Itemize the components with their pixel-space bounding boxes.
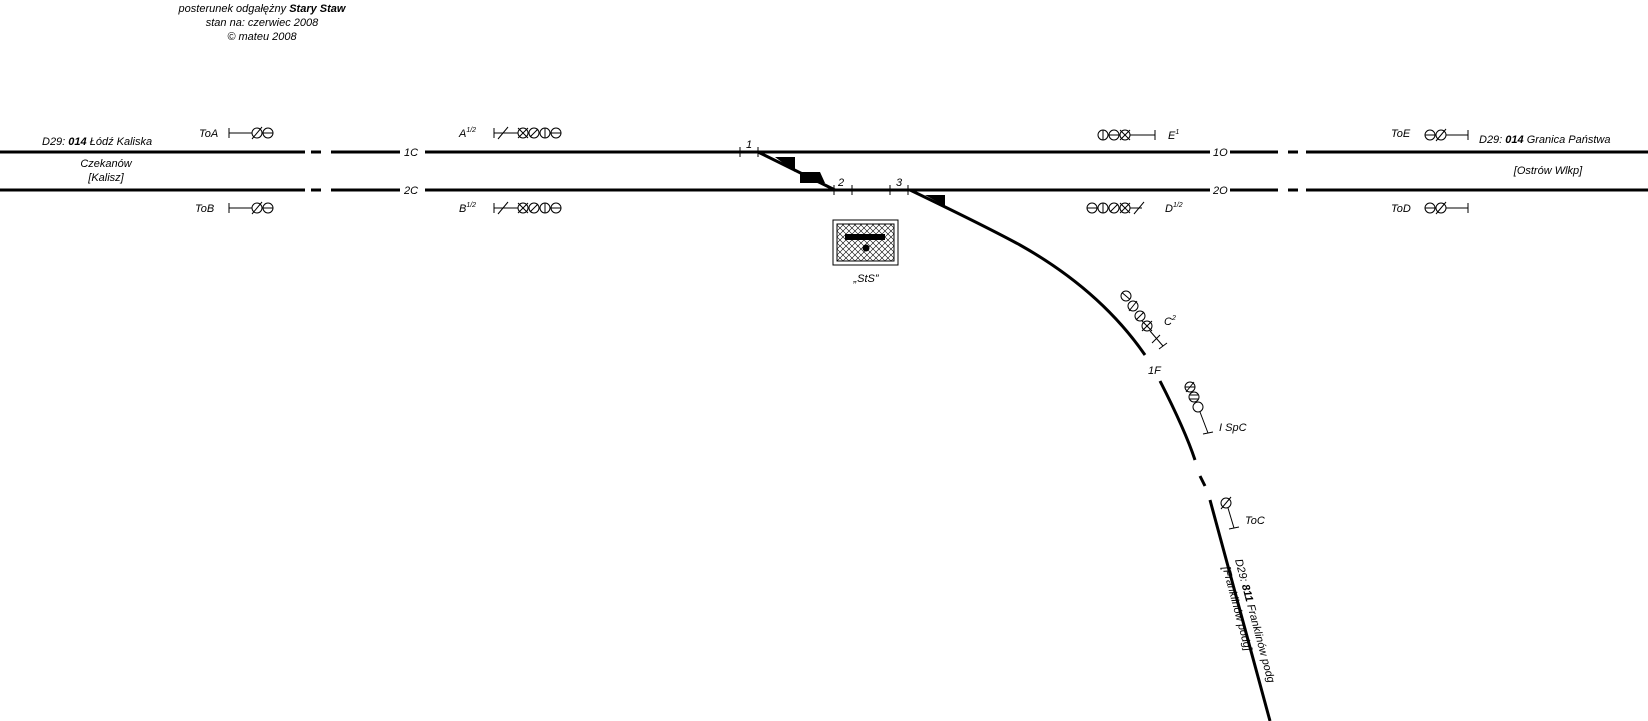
svg-text:I SpC: I SpC xyxy=(1219,422,1247,434)
branch-track-dash xyxy=(1198,475,1207,487)
track-2C-label: 2C xyxy=(403,185,418,197)
right-line-label: D29: 014 Granica Państwa xyxy=(1479,134,1610,146)
track-1O-label: 1O xyxy=(1213,147,1228,159)
isolation-joints xyxy=(739,147,909,195)
signal-C: C2 xyxy=(1120,290,1176,350)
switch-1-label: 1 xyxy=(746,139,752,151)
header-line2: stan na: czerwiec 2008 xyxy=(206,17,319,29)
signal-ToC: ToC xyxy=(1220,496,1265,530)
svg-text:B1/2: B1/2 xyxy=(459,202,476,215)
svg-text:ToB: ToB xyxy=(195,203,214,215)
signal-B: B1/2 xyxy=(459,201,562,215)
left-line-label: D29: 014 Łódź Kaliska xyxy=(42,136,152,148)
left-station: Czekanów xyxy=(80,158,132,170)
branch-track xyxy=(909,188,1147,356)
signal-E: E1 xyxy=(1097,129,1179,142)
signal-ToB: ToB xyxy=(195,201,274,215)
signal-A: A1/2 xyxy=(458,126,562,140)
header-line3: © mateu 2008 xyxy=(227,31,297,43)
header-line1: posterunek odgałężny Stary Staw xyxy=(178,3,347,15)
svg-text:E1: E1 xyxy=(1168,129,1179,142)
signal-ToE: ToE xyxy=(1391,128,1469,142)
signal-ToD: ToD xyxy=(1391,201,1469,215)
branch-line-label-group: D29: 811 Franklinów podg [Franklinów pod… xyxy=(1219,558,1277,685)
svg-text:„StS”: „StS” xyxy=(852,273,879,285)
branch-track-2 xyxy=(1158,380,1197,461)
svg-text:ToE: ToE xyxy=(1391,128,1411,140)
switch-2-label: 2 xyxy=(837,177,844,189)
switch-3-wedge xyxy=(925,195,945,206)
signal-D: D1/2 xyxy=(1086,201,1183,215)
track-1C-label: 1C xyxy=(404,147,418,159)
svg-text:A1/2: A1/2 xyxy=(458,127,476,140)
signal-ToA: ToA xyxy=(199,126,274,140)
branch-track-3 xyxy=(1208,499,1272,721)
signal-box-StS: „StS” xyxy=(832,219,899,285)
right-station: [Ostrów Wlkp] xyxy=(1513,165,1583,177)
switch-1-wedge xyxy=(775,157,795,172)
svg-text:ToA: ToA xyxy=(199,128,218,140)
svg-text:D1/2: D1/2 xyxy=(1165,202,1183,215)
track-1F-label: 1F xyxy=(1148,365,1162,377)
left-station-2: [Kalisz] xyxy=(87,172,124,184)
svg-text:ToD: ToD xyxy=(1391,203,1411,215)
svg-text:C2: C2 xyxy=(1164,315,1176,328)
switch-2-wedge xyxy=(800,172,825,183)
track-2O-label: 2O xyxy=(1212,185,1228,197)
crossover xyxy=(757,150,836,192)
signal-ISpC: I SpC xyxy=(1184,381,1247,435)
svg-text:ToC: ToC xyxy=(1245,515,1265,527)
switch-3-label: 3 xyxy=(896,177,903,189)
